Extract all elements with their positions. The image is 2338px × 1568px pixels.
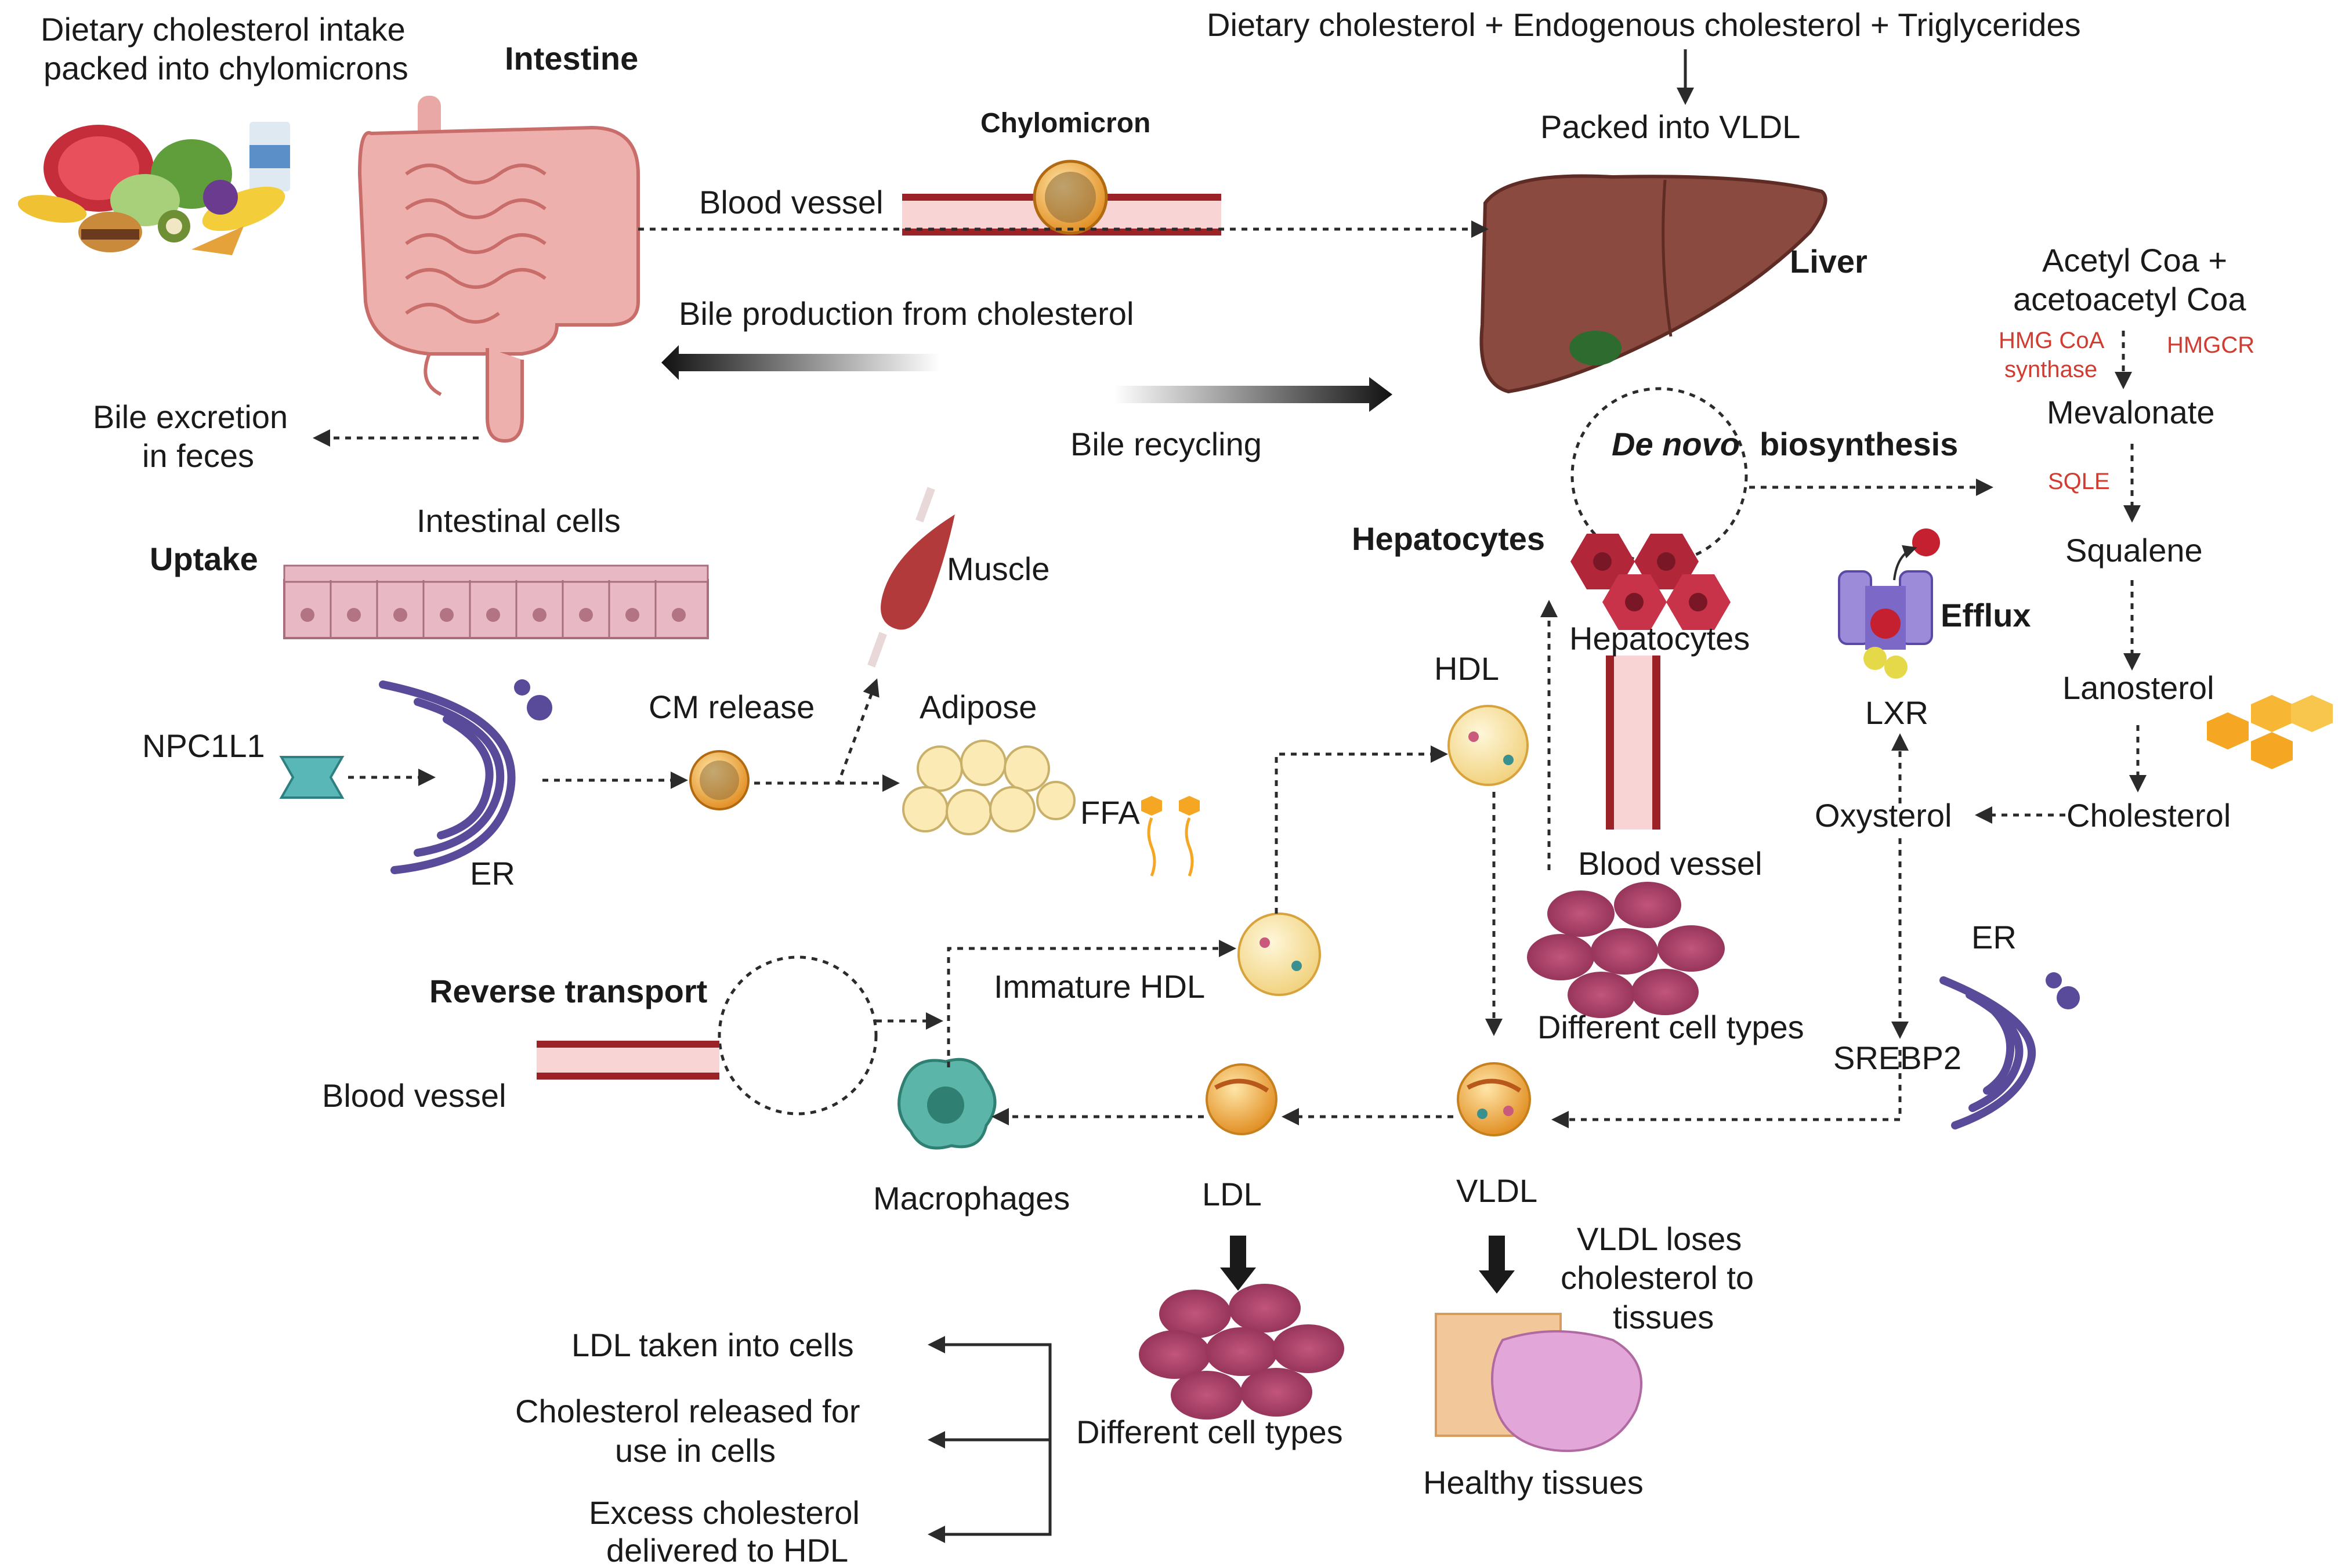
bile-recycling-arrow: [1114, 377, 1392, 412]
hepatocytes-illustration: [1570, 534, 1731, 630]
cm-release-label: CM release: [649, 689, 815, 725]
blood-vessel-vertical: [1606, 656, 1660, 830]
adipose-illustration: [902, 740, 1076, 835]
chylomicron-label: Chylomicron: [980, 108, 1150, 139]
ldl-taken-label: LDL taken into cells: [571, 1327, 854, 1363]
chylomicron-particle: [1033, 160, 1108, 235]
bile-production-label: Bile production from cholesterol: [679, 295, 1134, 332]
chol-released-label-2: use in cells: [615, 1432, 776, 1469]
bile-excretion-label-2: in feces: [142, 437, 254, 474]
intestine-illustration: [357, 96, 640, 443]
er-right-illustration: [1939, 972, 2080, 1129]
dietary-intake-label-1: Dietary cholesterol intake: [41, 11, 406, 48]
reverse-transport-label: Reverse transport: [429, 973, 707, 1009]
cell-cluster-bottom: [1139, 1284, 1344, 1419]
ffa-molecules: [1141, 796, 1200, 877]
de-novo-cycle: [1570, 387, 1748, 564]
macrophage-illustration: [897, 1058, 997, 1150]
liver-label: Liver: [1790, 243, 1867, 280]
efflux-label: Efflux: [1941, 597, 2031, 633]
blood-vessel-mid-label: Blood vessel: [1578, 845, 1762, 882]
er-left-label: ER: [470, 855, 515, 892]
chol-released-label-1: Cholesterol released for: [515, 1393, 860, 1429]
vldl-loses-label-2: cholesterol to: [1561, 1259, 1754, 1296]
mevalonate-label: Mevalonate: [2047, 394, 2215, 430]
hepatocytes-label: Hepatocytes: [1569, 620, 1750, 657]
de-novo-label: De novo: [1612, 426, 1740, 462]
acetyl-label-1: Acetyl Coa +: [2042, 242, 2227, 278]
immature-hdl-label: Immature HDL: [994, 968, 1205, 1005]
blood-vessel-left: [537, 1041, 719, 1080]
different-cell-types-bottom-label: Different cell types: [1076, 1414, 1343, 1450]
blood-vessel-left-label: Blood vessel: [322, 1077, 506, 1114]
blood-vessel-top-label: Blood vessel: [699, 184, 884, 220]
lanosterol-hexagons: [2207, 695, 2333, 769]
vldl-loses-label-1: VLDL loses: [1577, 1221, 1742, 1257]
vldl-particle: [1457, 1062, 1531, 1136]
dietary-intake-label-2: packed into chylomicrons: [44, 50, 408, 86]
npc1l1-label: NPC1L1: [142, 727, 265, 764]
muscle-illustration: [867, 487, 955, 668]
intestinal-cells-label: Intestinal cells: [417, 502, 621, 539]
macrophages-label: Macrophages: [873, 1180, 1070, 1216]
er-left-illustration: [379, 679, 552, 874]
ldl-particle: [1206, 1063, 1277, 1135]
food-illustration: [17, 122, 290, 255]
hmg-synthase-label-1: HMG CoA: [1999, 328, 2105, 353]
lanosterol-label: Lanosterol: [2062, 669, 2214, 706]
vldl-label: VLDL: [1456, 1172, 1537, 1209]
cm-release-particle: [689, 750, 750, 810]
healthy-tissues-illustration: [1435, 1313, 1642, 1453]
excess-label-2: delivered to HDL: [606, 1532, 848, 1568]
cholesterol-label: Cholesterol: [2066, 797, 2231, 834]
hdl-label: HDL: [1434, 650, 1499, 687]
healthy-tissues-label: Healthy tissues: [1423, 1464, 1644, 1501]
bile-recycling-label: Bile recycling: [1070, 426, 1262, 462]
srebp2-label: SREBP2: [1833, 1040, 1961, 1076]
liver-illustration: [1479, 174, 1827, 394]
squalene-label: Squalene: [2065, 532, 2203, 568]
adipose-label: Adipose: [920, 689, 1037, 725]
excess-label-1: Excess cholesterol: [589, 1494, 860, 1531]
lxr-transporter: [1838, 528, 1940, 679]
intestine-label: Intestine: [505, 40, 638, 77]
bile-production-arrow: [661, 345, 940, 380]
hmgcr-label: HMGCR: [2167, 332, 2254, 358]
uptake-label: Uptake: [150, 541, 258, 577]
ldl-label: LDL: [1202, 1176, 1262, 1212]
lxr-label: LXR: [1865, 694, 1928, 731]
cell-cluster-mid: [1527, 882, 1725, 1018]
immature-hdl-particle: [1237, 912, 1321, 996]
muscle-label: Muscle: [947, 551, 1049, 587]
hmg-synthase-label-2: synthase: [2004, 357, 2097, 382]
oxysterol-label: Oxysterol: [1815, 797, 1952, 834]
packed-vldl-label: Packed into VLDL: [1540, 108, 1800, 145]
hepatocytes-bold-label: Hepatocytes: [1352, 520, 1545, 557]
intestinal-cells: [283, 564, 709, 639]
npc1l1-transporter: [279, 756, 345, 799]
dietary-top-label: Dietary cholesterol + Endogenous cholest…: [1207, 6, 2081, 43]
bile-excretion-label-1: Bile excretion: [93, 399, 288, 435]
hdl-particle: [1447, 705, 1529, 786]
er-right-label: ER: [1971, 919, 2017, 955]
arrows: [313, 49, 2147, 1543]
different-cell-types-mid-label: Different cell types: [1537, 1009, 1804, 1045]
vldl-loses-label-3: tissues: [1613, 1299, 1714, 1335]
ffa-label: FFA: [1080, 794, 1140, 831]
biosynthesis-label: biosynthesis: [1760, 426, 1958, 462]
sqle-label: SQLE: [2048, 469, 2110, 494]
reverse-transport-cycle: [718, 955, 878, 1116]
acetyl-label-2: acetoacetyl Coa: [2013, 281, 2246, 317]
